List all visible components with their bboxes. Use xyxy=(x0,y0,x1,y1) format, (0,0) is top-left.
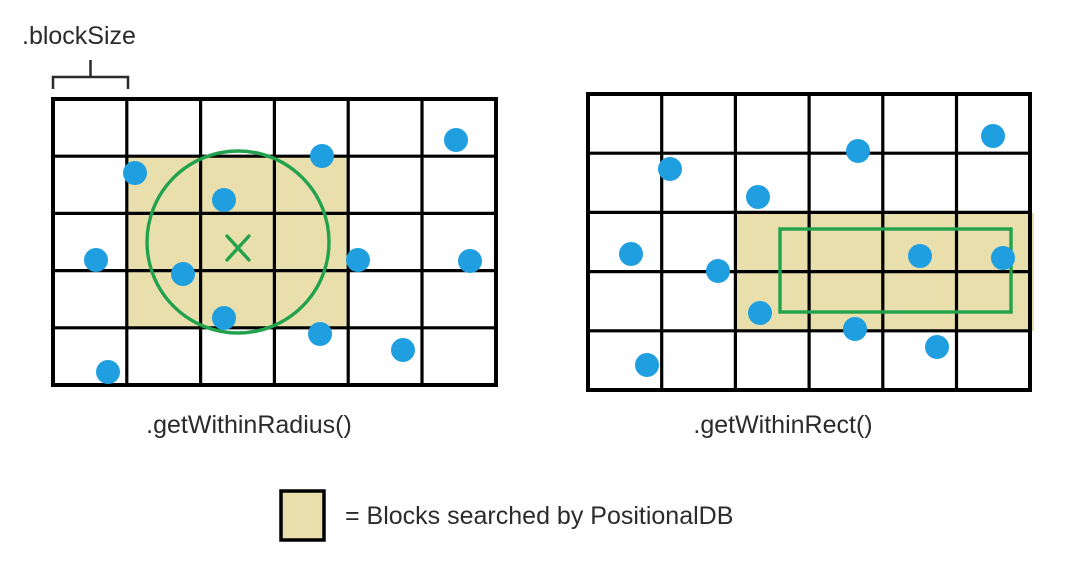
searched-blocks-highlight xyxy=(127,156,349,328)
entity-point xyxy=(84,248,108,272)
grid-lines xyxy=(588,94,1030,390)
point-layer xyxy=(84,128,482,384)
block-size-bracket xyxy=(51,60,130,89)
entity-point xyxy=(746,185,770,209)
entity-point xyxy=(658,157,682,181)
grid-lines xyxy=(53,99,496,385)
query-rect xyxy=(778,227,1013,314)
entity-point xyxy=(444,128,468,152)
entity-point xyxy=(991,246,1015,270)
entity-point xyxy=(925,335,949,359)
entity-point xyxy=(346,248,370,272)
entity-point xyxy=(458,249,482,273)
grid-border xyxy=(586,92,1032,392)
entity-point xyxy=(310,144,334,168)
entity-point xyxy=(706,259,730,283)
block-size-label: .blockSize xyxy=(22,22,136,50)
entity-point xyxy=(171,262,195,286)
entity-point xyxy=(123,161,147,185)
entity-point xyxy=(908,244,932,268)
x-marker xyxy=(225,234,251,262)
panel-get-within-radius xyxy=(51,97,498,387)
entity-point xyxy=(843,317,867,341)
entity-point xyxy=(635,353,659,377)
legend-label: = Blocks searched by PositionalDB xyxy=(345,502,733,530)
caption-get-within-rect: .getWithinRect() xyxy=(693,411,872,439)
entity-point xyxy=(619,242,643,266)
caption-get-within-radius: .getWithinRadius() xyxy=(146,411,352,439)
entity-point xyxy=(391,338,415,362)
entity-point xyxy=(846,139,870,163)
legend: = Blocks searched by PositionalDB xyxy=(279,489,733,542)
entity-point xyxy=(981,124,1005,148)
entity-point xyxy=(748,301,772,325)
entity-point xyxy=(308,322,332,346)
point-layer xyxy=(619,124,1015,377)
query-radius-circle xyxy=(145,149,331,335)
x-marker-stroke-b xyxy=(225,234,251,262)
legend-block-swatch xyxy=(279,489,326,542)
entity-point xyxy=(212,188,236,212)
entity-point xyxy=(212,306,236,330)
entity-point xyxy=(96,360,120,384)
panel-get-within-rect xyxy=(586,92,1034,392)
grid-border xyxy=(51,97,498,387)
